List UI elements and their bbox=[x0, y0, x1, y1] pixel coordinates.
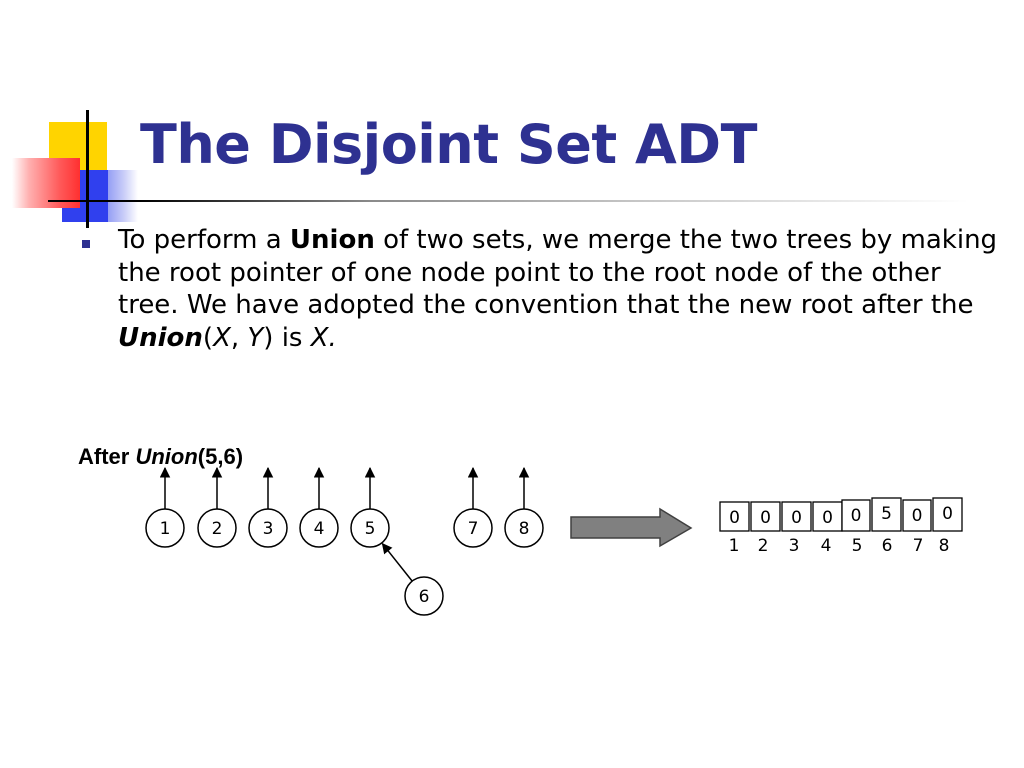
caption-op: Union bbox=[135, 444, 198, 469]
tree-node-5: 5 bbox=[350, 508, 390, 548]
node-label: 6 bbox=[419, 587, 430, 607]
array-cell-6 bbox=[871, 497, 902, 532]
node-circle bbox=[145, 508, 185, 548]
array-index-7: 7 bbox=[913, 536, 924, 556]
node-label: 4 bbox=[314, 519, 325, 539]
bullet-text-part: To perform a bbox=[118, 225, 290, 255]
array-value-5: 0 bbox=[851, 506, 862, 526]
node-circle bbox=[197, 508, 237, 548]
array-value-1: 0 bbox=[729, 508, 740, 528]
array-index-5: 5 bbox=[852, 536, 863, 556]
array-value-3: 0 bbox=[791, 508, 802, 528]
array-index-3: 3 bbox=[789, 536, 800, 556]
edge-6-to-5 bbox=[381, 542, 413, 582]
var-x: X bbox=[213, 322, 231, 353]
array-index-1: 1 bbox=[729, 536, 740, 556]
array-value-8: 0 bbox=[942, 504, 953, 524]
caption-prefix: After bbox=[78, 444, 136, 469]
decor-red-gradient-square bbox=[12, 158, 80, 208]
node-circle bbox=[350, 508, 390, 548]
union-bold-italic: Union bbox=[118, 322, 203, 353]
tree-node-6: 6 bbox=[404, 576, 444, 616]
paren-open: ( bbox=[202, 322, 214, 353]
bullet-text-part: of two sets, we merge the two trees by m… bbox=[118, 225, 998, 320]
tree-node-1: 1 bbox=[145, 508, 185, 548]
transition-arrow-icon bbox=[570, 507, 693, 548]
node-label: 5 bbox=[365, 519, 376, 539]
union-bold: Union bbox=[289, 225, 375, 255]
title-underline bbox=[48, 200, 968, 202]
tree-node-3: 3 bbox=[248, 508, 288, 548]
array-cell-1 bbox=[719, 501, 750, 532]
caption-args: (5,6) bbox=[197, 444, 244, 469]
bullet-square-icon bbox=[82, 240, 90, 248]
array-cell-3 bbox=[781, 501, 812, 532]
diagram-caption: After Union(5,6) bbox=[78, 444, 243, 470]
node-circle bbox=[453, 508, 493, 548]
tree-node-2: 2 bbox=[197, 508, 237, 548]
var-x-end: X. bbox=[310, 322, 337, 353]
array-index-4: 4 bbox=[821, 536, 832, 556]
array-cell-2 bbox=[750, 501, 781, 532]
node-circle bbox=[299, 508, 339, 548]
array-cell-5 bbox=[841, 499, 871, 532]
node-label: 2 bbox=[212, 519, 223, 539]
var-y: Y bbox=[247, 322, 264, 353]
array-value-6: 5 bbox=[881, 504, 892, 524]
node-label: 3 bbox=[263, 519, 274, 539]
node-circle bbox=[504, 508, 544, 548]
forest: 1 2 3 4 5 6 7 8 bbox=[145, 466, 544, 616]
tree-node-8: 8 bbox=[504, 508, 544, 548]
slide-title: The Disjoint Set ADT bbox=[140, 113, 757, 176]
node-label: 7 bbox=[468, 519, 479, 539]
array-value-7: 0 bbox=[912, 506, 923, 526]
array-cell-7 bbox=[902, 499, 932, 532]
node-circle bbox=[404, 576, 444, 616]
tree-node-4: 4 bbox=[299, 508, 339, 548]
tree-node-7: 7 bbox=[453, 508, 493, 548]
bullet-text: To perform a Union of two sets, we merge… bbox=[118, 224, 998, 354]
paren-close-is: ) is bbox=[263, 322, 311, 353]
array-index-6: 6 bbox=[882, 536, 893, 556]
array-value-4: 0 bbox=[822, 508, 833, 528]
array-index-2: 2 bbox=[758, 536, 769, 556]
comma: , bbox=[230, 322, 248, 353]
array-cell-8 bbox=[932, 497, 963, 532]
node-label: 1 bbox=[160, 519, 171, 539]
array-index-8: 8 bbox=[939, 536, 950, 556]
array-value-2: 0 bbox=[760, 508, 771, 528]
node-circle bbox=[248, 508, 288, 548]
node-label: 8 bbox=[519, 519, 530, 539]
decor-vertical-line bbox=[86, 110, 89, 228]
